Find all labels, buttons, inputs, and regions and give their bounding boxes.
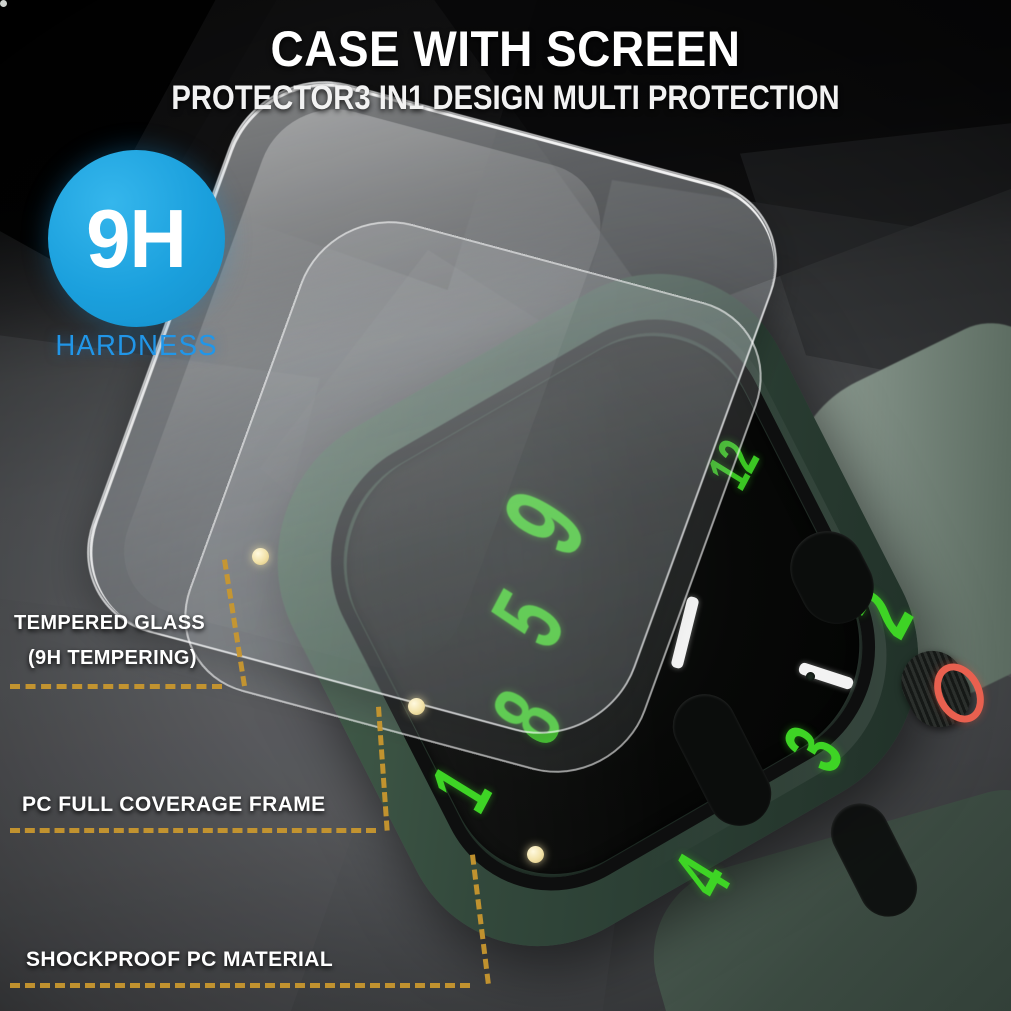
hardness-badge: 9H <box>48 150 225 327</box>
page-subtitle: PROTECTOR3 IN1 DESIGN MULTI PROTECTION <box>171 79 840 117</box>
leader-line-horizontal <box>10 828 376 833</box>
annotation-sublabel-tempered-glass: (9H TEMPERING) <box>28 647 197 669</box>
headline-block: CASE WITH SCREEN PROTECTOR3 IN1 DESIGN M… <box>0 22 1011 118</box>
annotation-label-shockproof-pc-material: SHOCKPROOF PC MATERIAL <box>26 948 334 971</box>
annotation-label-pc-full-coverage-frame: PC FULL COVERAGE FRAME <box>22 793 326 816</box>
leader-line-horizontal <box>10 684 222 689</box>
annotation-label-tempered-glass: TEMPERED GLASS <box>14 612 206 634</box>
leader-dot-icon <box>408 698 425 715</box>
watch-hand-pivot <box>0 0 7 7</box>
hardness-badge-caption: HARDNESS <box>55 330 218 362</box>
page-title: CASE WITH SCREEN <box>270 21 741 77</box>
leader-dot-icon <box>252 548 269 565</box>
leader-line-horizontal <box>10 983 470 988</box>
microphone-port <box>806 672 815 681</box>
leader-line-diagonal <box>222 559 247 687</box>
hardness-badge-value: 9H <box>86 192 188 285</box>
leader-line-diagonal <box>470 854 491 985</box>
leader-line-diagonal <box>376 706 390 831</box>
leader-dot-icon <box>527 846 544 863</box>
